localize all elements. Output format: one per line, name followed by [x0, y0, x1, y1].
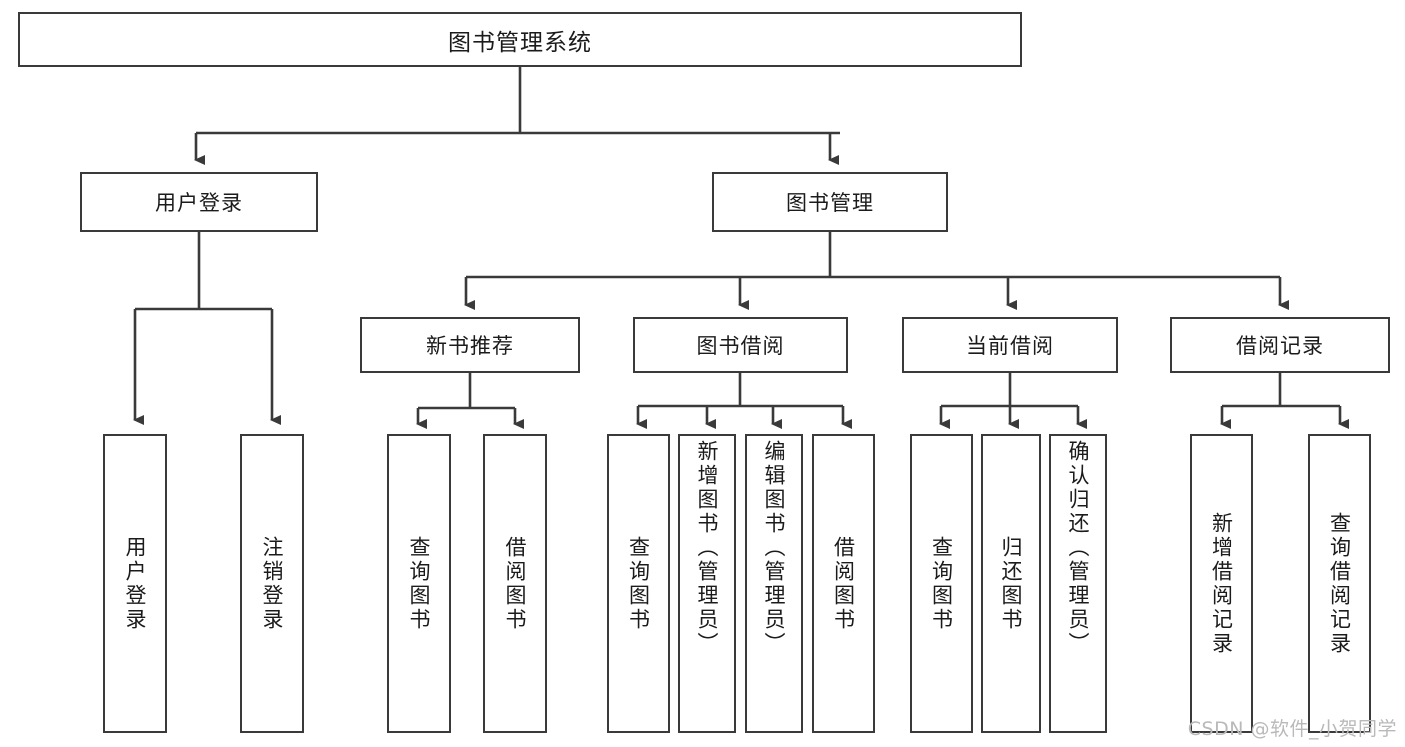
leaf-query-book-1[interactable]: 查询图书 [387, 434, 451, 733]
leaf-query-book-2-label: 查询图书 [626, 535, 651, 632]
node-current-borrow-label: 当前借阅 [966, 334, 1054, 358]
node-borrow-record[interactable]: 借阅记录 [1170, 317, 1390, 373]
leaf-query-record-label: 查询借阅记录 [1327, 511, 1352, 656]
leaf-borrow-book-2[interactable]: 借阅图书 [812, 434, 875, 733]
node-user-login[interactable]: 用户登录 [80, 172, 318, 232]
leaf-query-book-2[interactable]: 查询图书 [607, 434, 670, 733]
node-book-management-label: 图书管理 [786, 191, 874, 215]
watermark-text: CSDN @软件_小贺同学 [1187, 718, 1397, 740]
leaf-query-record[interactable]: 查询借阅记录 [1308, 434, 1371, 733]
leaf-logout[interactable]: 注销登录 [240, 434, 304, 733]
node-borrow-record-label: 借阅记录 [1236, 334, 1324, 358]
leaf-confirm-return-label: 确认归还（管理员） [1066, 440, 1091, 656]
node-user-login-label: 用户登录 [155, 191, 243, 215]
node-new-book-recommend[interactable]: 新书推荐 [360, 317, 580, 373]
leaf-borrow-book-1-label: 借阅图书 [503, 535, 528, 632]
leaf-confirm-return[interactable]: 确认归还（管理员） [1049, 434, 1107, 733]
leaf-add-book[interactable]: 新增图书（管理员） [678, 434, 736, 733]
node-book-borrow[interactable]: 图书借阅 [633, 317, 848, 373]
leaf-borrow-book-1[interactable]: 借阅图书 [483, 434, 547, 733]
leaf-logout-label: 注销登录 [260, 535, 285, 632]
leaf-query-book-3-label: 查询图书 [929, 535, 954, 632]
leaf-user-login-label: 用户登录 [123, 535, 148, 632]
node-book-borrow-label: 图书借阅 [696, 334, 785, 358]
leaf-borrow-book-2-label: 借阅图书 [831, 535, 856, 632]
leaf-add-book-label: 新增图书（管理员） [695, 440, 720, 656]
leaf-user-login[interactable]: 用户登录 [103, 434, 167, 733]
leaf-edit-book-label: 编辑图书（管理员） [762, 440, 787, 656]
leaf-add-record[interactable]: 新增借阅记录 [1190, 434, 1253, 733]
node-root-label: 图书管理系统 [448, 29, 592, 56]
node-current-borrow[interactable]: 当前借阅 [902, 317, 1118, 373]
leaf-query-book-1-label: 查询图书 [407, 535, 432, 632]
leaf-return-book-label: 归还图书 [999, 535, 1024, 632]
leaf-add-record-label: 新增借阅记录 [1209, 511, 1234, 656]
leaf-query-book-3[interactable]: 查询图书 [910, 434, 973, 733]
leaf-edit-book[interactable]: 编辑图书（管理员） [745, 434, 803, 733]
leaf-return-book[interactable]: 归还图书 [981, 434, 1041, 733]
node-book-management[interactable]: 图书管理 [712, 172, 948, 232]
node-root[interactable]: 图书管理系统 [18, 12, 1022, 67]
node-new-book-recommend-label: 新书推荐 [426, 334, 514, 358]
